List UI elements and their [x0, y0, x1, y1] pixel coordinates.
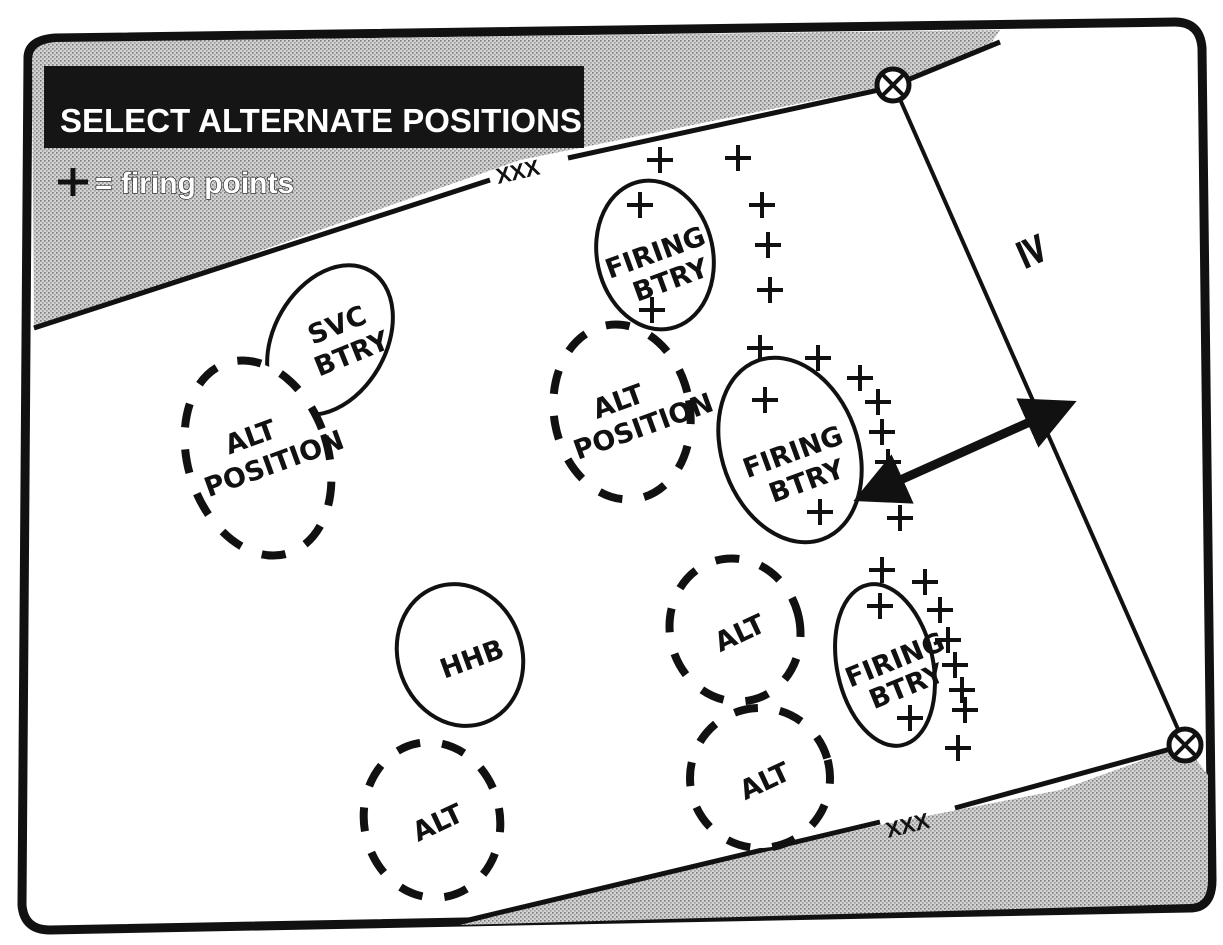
firing-points — [627, 145, 978, 761]
firing-point-icon — [942, 652, 968, 678]
svc-btry-unit: SVC BTRY — [265, 263, 395, 417]
legend: = firing points — [58, 166, 295, 201]
firing-point-icon — [805, 345, 831, 371]
lower-boundary-line — [459, 742, 1186, 925]
range-arrow — [853, 398, 1077, 504]
firing-btry-middle: FIRING BTRY — [716, 355, 864, 545]
hhb-unit: HHB — [394, 582, 526, 728]
boundary-marker-icon-top — [874, 66, 912, 104]
title: SELECT ALTERNATE POSITIONS — [60, 102, 582, 139]
firing-point-icon — [847, 365, 873, 391]
firing-point-icon — [897, 705, 923, 731]
alt-bottom-middle: ALT — [686, 704, 834, 852]
firing-point-icon — [755, 232, 781, 258]
alt-lower-middle: ALT — [665, 554, 805, 706]
firing-point-icon — [647, 147, 673, 173]
firing-point-icon — [865, 389, 891, 415]
boundary-marker-icon-bottom — [1166, 726, 1204, 764]
firing-point-icon — [867, 593, 893, 619]
firing-point-icon — [912, 569, 938, 595]
firing-point-icon — [887, 505, 913, 531]
firing-point-icon — [945, 735, 971, 761]
firing-btry-top: FIRING BTRY — [594, 178, 716, 332]
firing-point-icon — [627, 192, 653, 218]
alt-bottom-left: ALT — [359, 738, 505, 902]
firing-point-icon — [869, 419, 895, 445]
firing-point-icon — [757, 277, 783, 303]
firing-point-icon — [752, 387, 778, 413]
title-box — [44, 66, 584, 148]
alt-position-left: ALT POSITION — [180, 356, 348, 560]
firing-point-icon — [869, 557, 895, 583]
firing-point-icon — [639, 297, 665, 323]
firing-point-icon — [807, 499, 833, 525]
firing-point-icon — [927, 597, 953, 623]
firing-point-icon — [935, 627, 961, 653]
firing-point-icon — [875, 449, 901, 475]
firing-point-icon — [749, 192, 775, 218]
firing-point-icon — [747, 335, 773, 361]
legend-text: = firing points — [95, 167, 294, 200]
firing-point-icon — [952, 697, 978, 723]
firing-point-icon — [725, 145, 751, 171]
firing-point-icon — [949, 677, 975, 703]
